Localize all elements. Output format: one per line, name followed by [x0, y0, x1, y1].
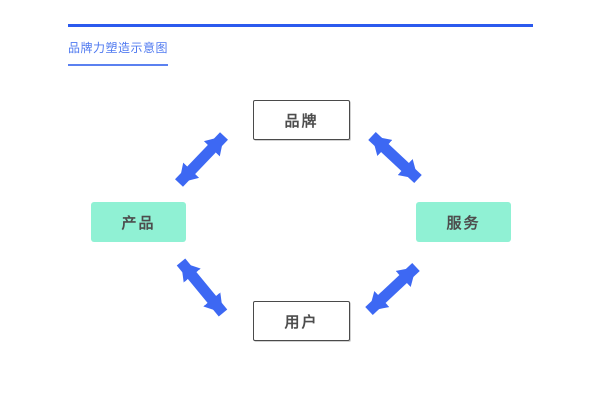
edge-arrow-product-brand [175, 132, 228, 187]
node-service: 服务 [416, 202, 511, 242]
edge-arrow-brand-service [368, 131, 422, 184]
top-rule [68, 24, 533, 27]
node-user: 用户 [253, 301, 350, 341]
node-product: 产品 [91, 202, 186, 242]
node-brand: 品牌 [253, 100, 350, 140]
edge-arrow-user-service [365, 262, 420, 316]
page-title: 品牌力塑造示意图 [68, 39, 169, 66]
edge-arrow-product-user [176, 258, 228, 317]
